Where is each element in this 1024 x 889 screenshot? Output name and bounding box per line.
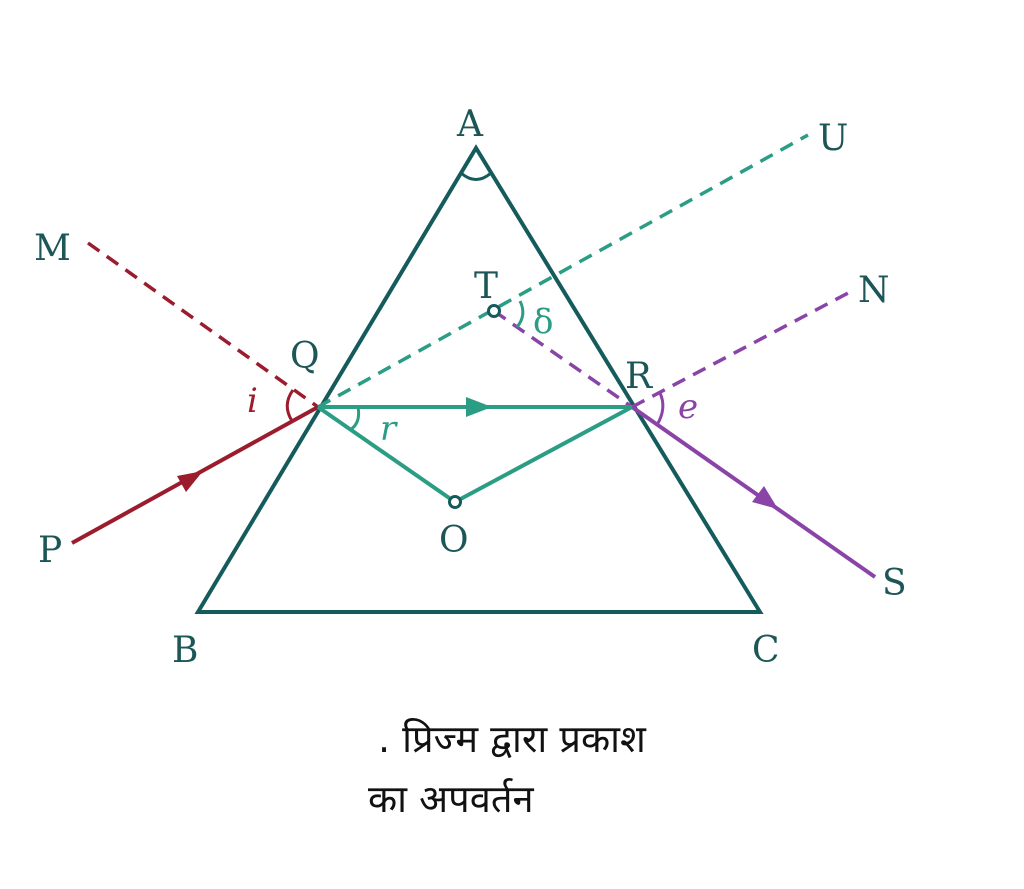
angle-delta-arc <box>515 300 525 328</box>
point-O <box>448 495 462 509</box>
prism-triangle <box>194 144 764 614</box>
label-P: P <box>38 530 62 571</box>
angle-e-arc <box>655 392 665 426</box>
extension-TR <box>493 309 633 409</box>
angle-r-arc <box>349 406 361 432</box>
label-angle-i: i <box>247 381 258 421</box>
line-OR <box>454 405 633 504</box>
angle-i-arc <box>285 389 295 422</box>
label-O: O <box>439 520 469 561</box>
label-R: R <box>625 356 653 397</box>
angle-A-arc <box>460 171 492 181</box>
normal-RN <box>631 290 851 409</box>
point-T <box>487 304 501 318</box>
label-B: B <box>172 630 198 671</box>
label-U: U <box>818 118 848 159</box>
normal-MQ <box>86 241 320 409</box>
incident-arrow <box>177 471 203 492</box>
caption-line-1: . प्रिज्म द्वारा प्रकाश <box>378 717 646 761</box>
label-Q: Q <box>290 336 320 377</box>
label-A: A <box>456 104 484 145</box>
extension-QU <box>317 133 809 409</box>
label-angle-r: r <box>380 409 398 449</box>
label-angle-delta: δ <box>533 302 553 342</box>
emergent-ray-RS <box>630 405 877 579</box>
label-T: T <box>474 266 498 307</box>
label-C: C <box>752 630 780 671</box>
label-M: M <box>34 228 71 269</box>
refracted-arrow <box>466 397 492 417</box>
emergent-arrow <box>752 486 778 509</box>
label-N: N <box>858 270 890 311</box>
caption-line-2: का अपवर्तन <box>368 777 534 821</box>
line-QO <box>316 405 457 504</box>
label-angle-e: e <box>678 387 698 427</box>
label-S: S <box>882 563 907 604</box>
